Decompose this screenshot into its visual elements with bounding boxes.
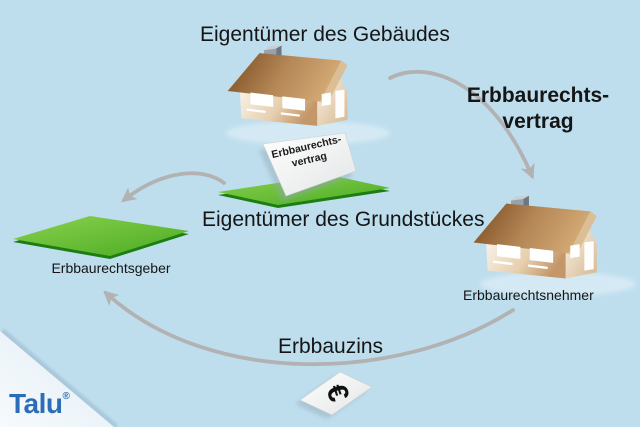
contract-paper-icon bbox=[259, 132, 357, 202]
registered-mark: ® bbox=[62, 391, 70, 402]
ground-rent-label: Erbbauzins bbox=[278, 335, 384, 358]
talu-logo-text: Talu bbox=[9, 388, 63, 419]
arrow-plot-to-grantor bbox=[121, 171, 226, 203]
talu-logo: Talu® bbox=[9, 388, 70, 420]
leaseholder-label: Erbbaurechtsnehmer bbox=[463, 287, 594, 303]
arrow-ground-rent bbox=[103, 290, 515, 367]
corner-triangle bbox=[0, 328, 118, 427]
arrow-contract-to-leaseholder bbox=[388, 69, 535, 180]
left-land-plot-icon bbox=[13, 216, 189, 259]
building-owner-house-icon bbox=[227, 45, 348, 126]
contract-arrow-label: Erbbaurechts- vertrag bbox=[462, 83, 614, 135]
lease-grantor-label: Erbbaurechtsgeber bbox=[51, 260, 171, 276]
building-owner-label: Eigentümer des Gebäudes bbox=[200, 23, 450, 46]
house-shadow bbox=[226, 121, 390, 145]
contract-arrow-label-line1: Erbbaurechts- bbox=[466, 84, 610, 107]
house-shadow bbox=[480, 272, 636, 296]
euro-paper-icon bbox=[295, 371, 373, 419]
leaseholder-house-icon bbox=[473, 195, 597, 279]
contract-arrow-label-line2: vertrag bbox=[502, 110, 574, 133]
land-owner-label: Eigentümer des Grundstückes bbox=[202, 208, 485, 231]
